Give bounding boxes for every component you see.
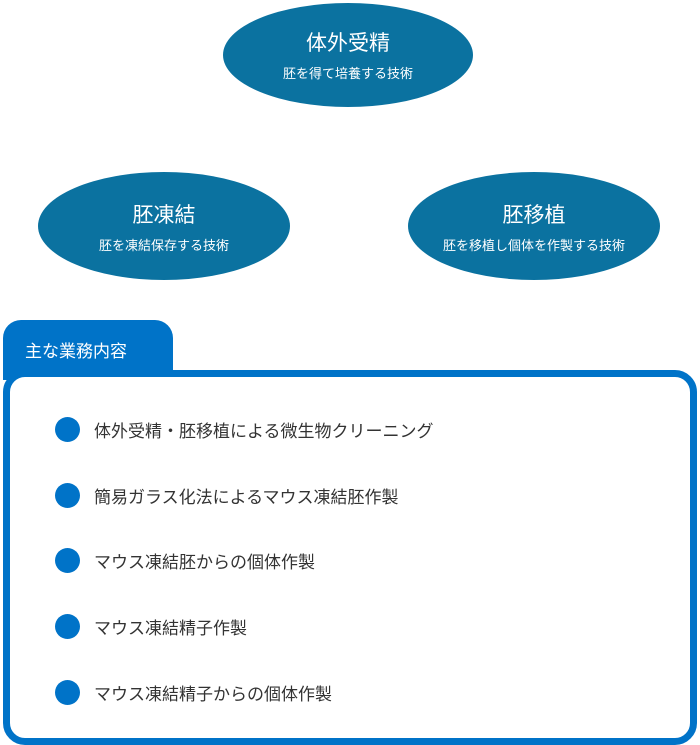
list-item-text: マウス凍結胚からの個体作製 xyxy=(94,553,315,573)
node-title: 胚移植 xyxy=(502,203,566,227)
bullet-icon xyxy=(55,548,80,573)
list-item: マウス凍結精子作製 xyxy=(55,614,247,639)
list-item-text: 簡易ガラス化法によるマウス凍結胚作製 xyxy=(94,488,399,508)
node-subtitle: 胚を得て培養する技術 xyxy=(282,67,413,82)
list-item: マウス凍結胚からの個体作製 xyxy=(55,548,315,573)
section-tab-label: 主な業務内容 xyxy=(25,342,127,362)
node-embryo-transfer: 胚移植胚を移植し個体を作製する技術 xyxy=(408,172,660,280)
services-box: 体外受精・胚移植による微生物クリーニング 簡易ガラス化法によるマウス凍結胚作製 … xyxy=(3,370,697,745)
bullet-icon xyxy=(55,614,80,639)
node-embryo-freezing: 胚凍結胚を凍結保存する技術 xyxy=(38,172,290,280)
list-item-text: マウス凍結精子作製 xyxy=(94,619,247,639)
node-subtitle: 胚を凍結保存する技術 xyxy=(98,239,229,254)
list-item: 体外受精・胚移植による微生物クリーニング xyxy=(55,417,434,442)
bullet-icon xyxy=(55,680,80,705)
node-subtitle: 胚を移植し個体を作製する技術 xyxy=(442,239,625,254)
list-item: 簡易ガラス化法によるマウス凍結胚作製 xyxy=(55,483,398,508)
list-item: マウス凍結精子からの個体作製 xyxy=(55,680,332,705)
list-item-text: 体外受精・胚移植による微生物クリーニング xyxy=(94,422,434,442)
node-title: 胚凍結 xyxy=(132,203,196,227)
node-title: 体外受精 xyxy=(306,31,390,55)
node-ivf: 体外受精胚を得て培養する技術 xyxy=(223,3,473,107)
bullet-icon xyxy=(55,483,80,508)
bullet-icon xyxy=(55,417,80,442)
list-item-text: マウス凍結精子からの個体作製 xyxy=(94,685,332,705)
